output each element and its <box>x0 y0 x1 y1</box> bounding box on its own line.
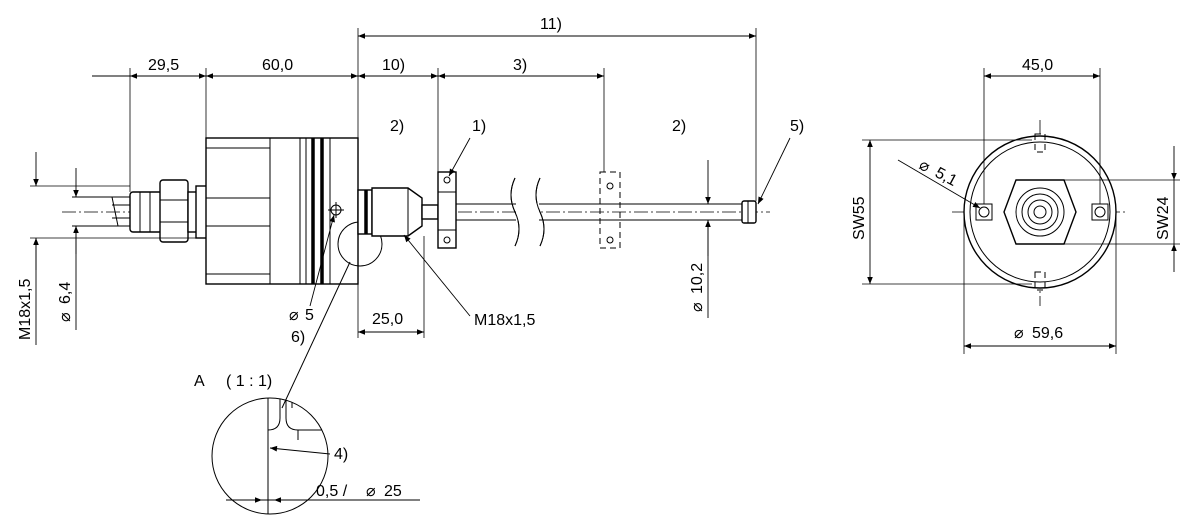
callout-2-left: 2) <box>390 118 404 135</box>
dim-25-0: 25,0 <box>372 311 403 328</box>
detail-dim-25: 25 <box>384 483 402 500</box>
front-view: 45,0 ⌀ 5,1 SW55 SW24 ⌀ 59,6 <box>851 57 1180 354</box>
diameter-symbol-5-1: ⌀ <box>916 157 933 177</box>
callout-5: 5) <box>790 118 804 135</box>
dim-10-2: 10,2 <box>689 263 706 294</box>
front-dim-sw24: SW24 <box>1155 196 1172 240</box>
callout-4: 4) <box>334 446 348 463</box>
diameter-symbol-5: ⌀ <box>289 307 299 324</box>
dim-60-0: 60,0 <box>262 57 293 74</box>
mounting-hole-right <box>1094 206 1106 218</box>
probe-rod <box>456 171 757 249</box>
dim-m18-right: M18x1,5 <box>474 312 535 329</box>
detail-title-letter: A <box>194 373 205 390</box>
front-dim-sw55: SW55 <box>851 196 868 240</box>
housing <box>205 137 359 285</box>
diameter-symbol-6-4: ⌀ <box>57 312 74 322</box>
hex-nut <box>1003 179 1077 245</box>
dim-m18-left: M18x1,5 <box>17 279 34 340</box>
dim-10: 10) <box>382 57 405 74</box>
diameter-symbol-59-6: ⌀ <box>1014 325 1024 342</box>
front-dim-45-0: 45,0 <box>1022 57 1053 74</box>
dim-5: 5 <box>305 307 314 324</box>
diameter-symbol-10-2: ⌀ <box>689 302 706 312</box>
detail-dim-label: 0,5 / <box>316 483 348 500</box>
mounting-hole-left <box>978 206 990 218</box>
callout-2-right: 2) <box>672 118 686 135</box>
callout-6: 6) <box>291 329 305 346</box>
detail-a-view: A ( 1 : 1) 4) 0,5 / ⌀ 25 <box>194 373 420 515</box>
cable <box>72 196 130 227</box>
dim-6-4: 6,4 <box>57 282 74 304</box>
diameter-symbol-25: ⌀ <box>366 483 376 500</box>
callout-1: 1) <box>472 118 486 135</box>
side-view: 29,5 60,0 10) 3) 11) 2) 2) 1) 5) 25,0 M1… <box>17 16 804 409</box>
threaded-neck <box>357 187 439 237</box>
dim-29-5: 29,5 <box>148 57 179 74</box>
detail-circle <box>211 397 329 515</box>
mounting-clamp <box>437 171 457 249</box>
cable-gland <box>129 179 209 243</box>
detail-scale: ( 1 : 1) <box>226 373 272 390</box>
front-dim-5-1: 5,1 <box>932 165 960 190</box>
dim-11: 11) <box>540 16 562 33</box>
front-dim-59-6: 59,6 <box>1032 325 1063 342</box>
dim-3: 3) <box>513 57 527 74</box>
